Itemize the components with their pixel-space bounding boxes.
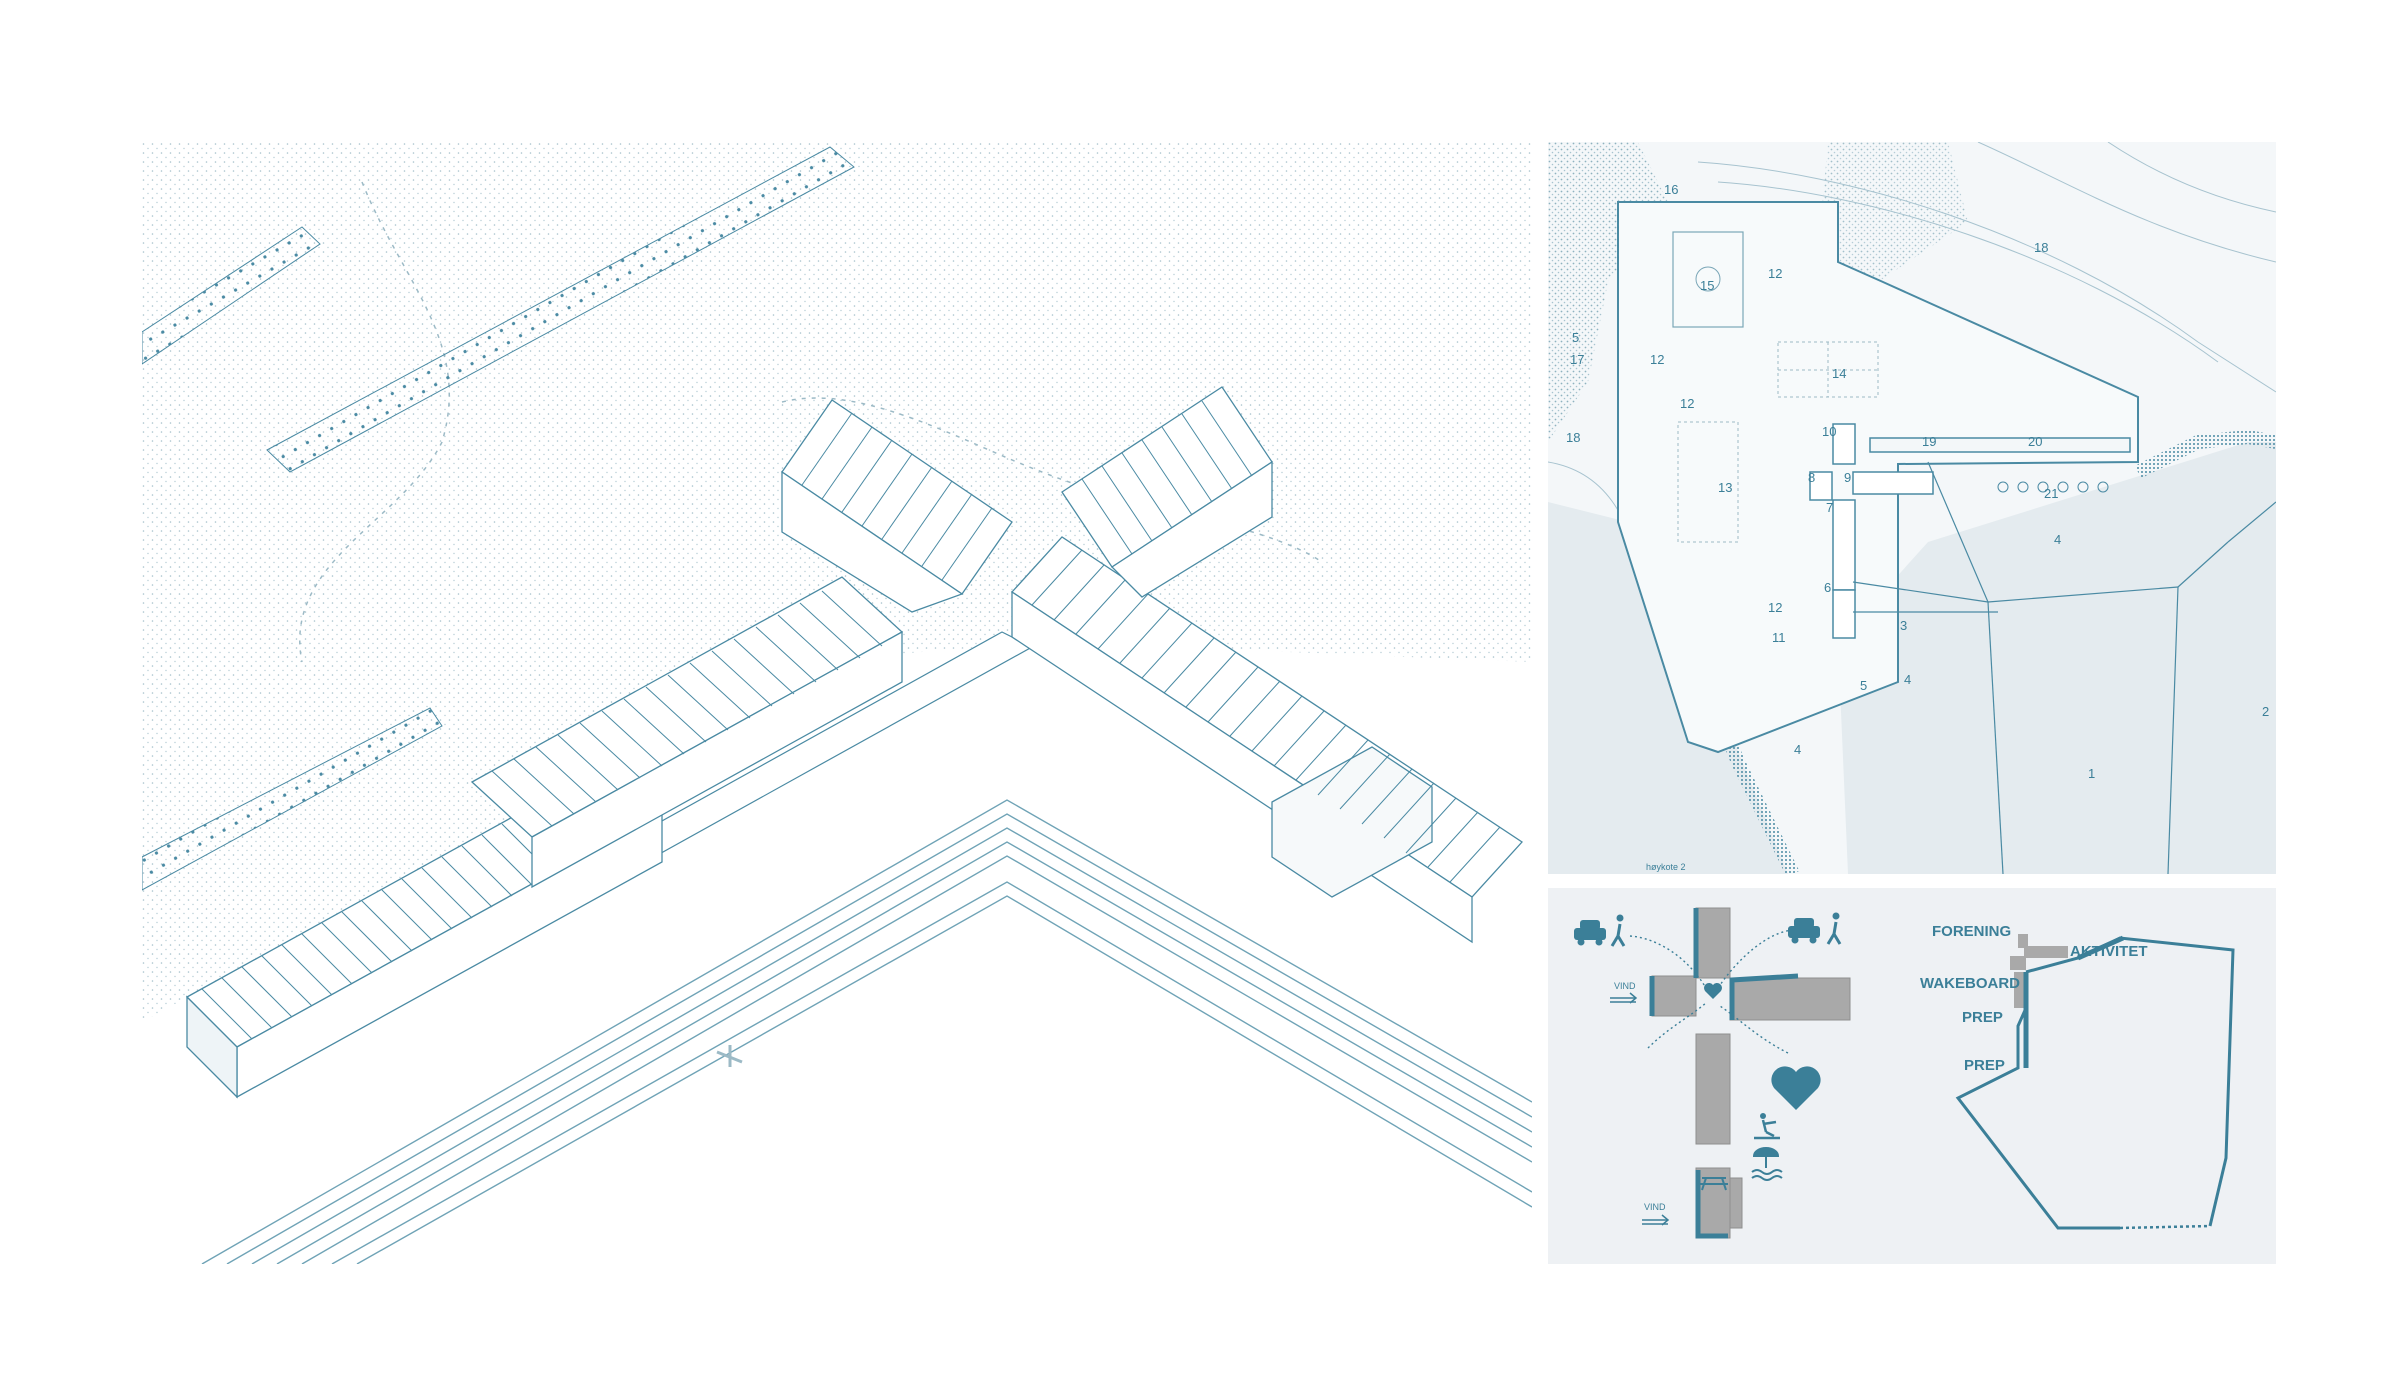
planted-strip [266, 146, 855, 473]
site-outline-bold [2076, 935, 2125, 961]
pavilion-east-roof-slats [1081, 400, 1253, 555]
flow-lines [1629, 929, 1794, 1054]
plan-number: 17 [1570, 352, 1584, 367]
sports-court [1672, 231, 1744, 328]
pedestrian-icon [1826, 912, 1842, 945]
plan-number: 9 [1844, 470, 1851, 485]
contour-label: høykote 2 [1646, 862, 1686, 872]
site-plan-drawing: 16 18 15 12 12 5 17 14 12 10 19 20 18 9 … [1548, 142, 2276, 874]
pavilion-west [781, 399, 1013, 613]
wind-label: VIND [1644, 1202, 1666, 1212]
zone-label-prep: PREP [1964, 1057, 2005, 1074]
zone-label-aktivitet: AKTIVITET [2070, 943, 2148, 960]
terrain-path [781, 397, 1323, 563]
wind-label: VIND [1614, 981, 1636, 991]
planted-strip [142, 707, 443, 891]
plan-number: 16 [1664, 182, 1678, 197]
wind-arrow-icon [1642, 1214, 1670, 1226]
plan-number: 21 [2044, 486, 2058, 501]
plan-number: 18 [2034, 240, 2048, 255]
isometric-view [142, 142, 1532, 1264]
planters [1997, 481, 2109, 493]
plan-number: 18 [1566, 430, 1580, 445]
zone-label-prep: PREP [1962, 1009, 2003, 1026]
concept-diagram: VIND VIND [1548, 888, 2276, 1264]
plan-number: 1 [2088, 766, 2095, 781]
site-outline [2025, 936, 2235, 1227]
pavilion-west-roof-slats [801, 412, 993, 581]
plan-number: 12 [1650, 352, 1664, 367]
plan-number: 12 [1768, 600, 1782, 615]
isometric-drawing [142, 142, 1532, 1264]
plan-number: 4 [2054, 532, 2061, 547]
site-outline-dotted [2119, 1224, 2211, 1230]
picnic-table-icon [1700, 1177, 1728, 1191]
planted-strip [142, 226, 321, 365]
plan-number: 19 [1922, 434, 1936, 449]
plan-number: 6 [1824, 580, 1831, 595]
pedestrian-icon [1610, 914, 1626, 947]
plan-number: 2 [2262, 704, 2269, 719]
plan-number: 10 [1822, 424, 1836, 439]
shoreline-lines [201, 799, 1532, 1264]
plan-number: 13 [1718, 480, 1732, 495]
building-central [470, 576, 904, 889]
plan-number: 20 [2028, 434, 2042, 449]
plan-number: 11 [1772, 630, 1786, 645]
building-central-roof-slats [491, 590, 883, 827]
plan-number: 12 [1680, 396, 1694, 411]
zone-label-forening: FORENING [1932, 923, 2011, 940]
car-icon [1574, 920, 1606, 946]
zone-blocks [2010, 934, 2068, 1008]
breakwater [2134, 429, 2276, 479]
plan-number: 5 [1860, 678, 1867, 693]
zone-label-wakeboard: WAKEBOARD [1920, 975, 2020, 992]
building-east [1011, 536, 1523, 944]
building-east-roof-slats [1031, 549, 1501, 883]
wakeboarder-icon [1754, 1113, 1780, 1140]
plan-number: 15 [1700, 278, 1714, 293]
plan-number: 14 [1832, 366, 1846, 381]
buoy-marker [716, 1045, 743, 1067]
plan-number: 12 [1768, 266, 1782, 281]
plan-number: 7 [1826, 500, 1833, 515]
field-grid [1677, 341, 1879, 543]
water-area [1838, 442, 2276, 874]
active-edges [1649, 908, 1799, 1239]
plan-number: 4 [1794, 742, 1801, 757]
plan-number: 5 [1572, 330, 1579, 345]
water-area [1548, 502, 1788, 874]
contour-lines [1548, 142, 2276, 563]
wind-arrow-icon [1610, 992, 1638, 1004]
court-circle [1695, 266, 1721, 292]
layout-blocks [1651, 907, 1851, 1239]
concept-diagram-drawing: VIND VIND [1574, 907, 2235, 1239]
heart-icon [1771, 1066, 1821, 1110]
site-plan: 16 18 15 12 12 5 17 14 12 10 19 20 18 9 … [1548, 142, 2276, 874]
car-icon [1788, 918, 1820, 944]
plan-number: 4 [1904, 672, 1911, 687]
dock-lines [1852, 461, 2276, 874]
plan-number: 3 [1900, 618, 1907, 633]
plan-buildings [1809, 423, 2131, 639]
heart-icon [1704, 983, 1722, 999]
beach-umbrella-icon [1751, 1147, 1783, 1181]
terrain-path [299, 181, 451, 663]
plan-number: 8 [1808, 470, 1815, 485]
